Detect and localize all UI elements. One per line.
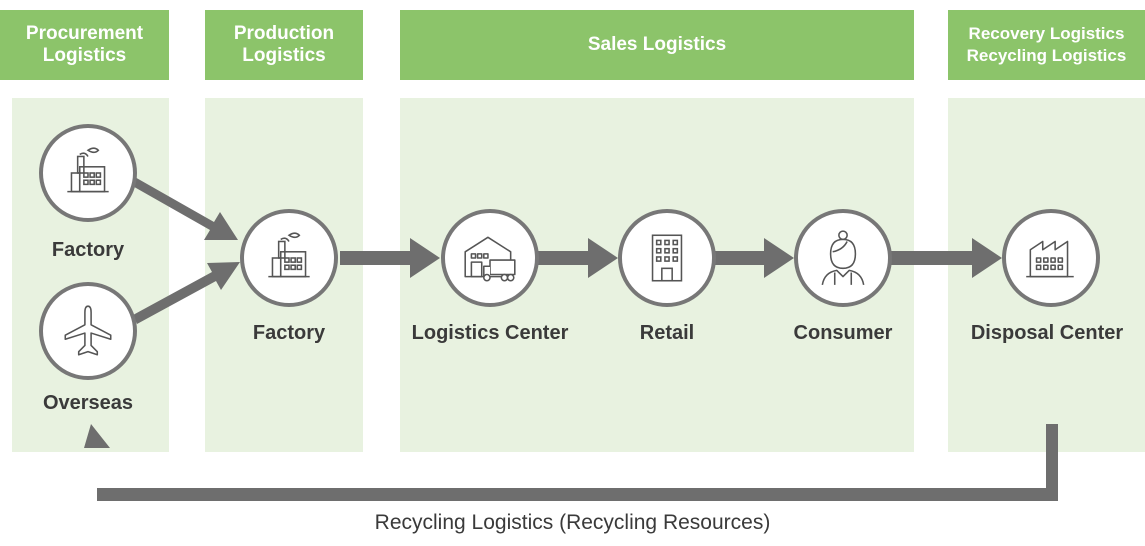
header-procurement-line1: Procurement: [25, 23, 144, 44]
factory-icon: [268, 232, 310, 278]
label-retail: Retail: [639, 322, 695, 344]
recycling-caption: Recycling Logistics (Recycling Resources…: [374, 511, 771, 534]
node-retail: [618, 209, 716, 307]
node-overseas: [39, 282, 137, 380]
factory-icon: [67, 147, 109, 193]
label-disposal-center: Disposal Center: [970, 322, 1124, 344]
arrow-recycling-loop: [84, 424, 1058, 501]
warehouse-truck-icon: [464, 236, 516, 282]
label-overseas: Overseas: [42, 392, 134, 414]
header-sales-label: Sales Logistics: [587, 34, 727, 55]
factory-icon: [1026, 240, 1074, 278]
arrow-overseas-to-factory: [133, 262, 240, 324]
arrow-logistics-to-retail: [533, 238, 618, 278]
label-consumer: Consumer: [793, 322, 893, 344]
header-recovery-line1: Recovery Logistics: [968, 24, 1125, 43]
node-factory: [240, 209, 338, 307]
header-production: Production Logistics: [205, 10, 363, 80]
label-logistics-center: Logistics Center: [411, 322, 569, 344]
node-consumer: [794, 209, 892, 307]
airplane-icon: [64, 305, 112, 356]
arrow-consumer-to-disposal: [890, 238, 1002, 278]
arrow-retail-to-consumer: [712, 238, 794, 278]
header-production-line2: Logistics: [242, 45, 326, 66]
header-sales: Sales Logistics: [400, 10, 914, 80]
building-icon: [651, 234, 683, 282]
header-procurement: Procurement Logistics: [0, 10, 169, 80]
arrow-supplier-to-factory: [129, 176, 238, 240]
arrow-factory-to-logistics: [340, 238, 440, 278]
node-logistics-center: [441, 209, 539, 307]
node-disposal-center: [1002, 209, 1100, 307]
header-recovery: Recovery Logistics Recycling Logistics: [948, 10, 1145, 80]
node-factory-supplier: [39, 124, 137, 222]
header-procurement-line2: Logistics: [42, 45, 127, 66]
header-recovery-line2: Recycling Logistics: [966, 46, 1127, 65]
person-icon: [821, 230, 865, 286]
label-factory: Factory: [252, 322, 326, 344]
header-production-line1: Production: [233, 23, 335, 44]
label-factory-supplier: Factory: [51, 239, 125, 261]
